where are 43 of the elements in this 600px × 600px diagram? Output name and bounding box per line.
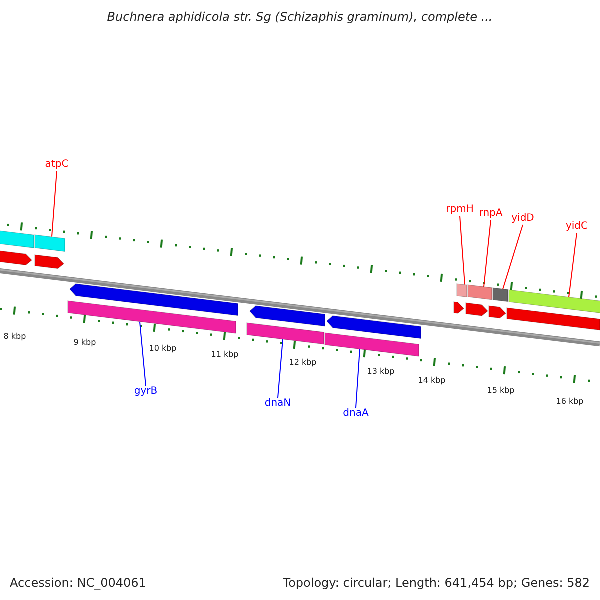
gene-bar xyxy=(35,234,65,252)
gene-feature xyxy=(0,250,32,265)
gene-feature xyxy=(35,254,64,269)
gene-bar xyxy=(325,332,419,356)
gene-label: yidD xyxy=(512,213,534,225)
gene-feature xyxy=(327,316,421,338)
gene-feature xyxy=(70,284,238,316)
footer-text: Accession: NC_004061 xyxy=(10,576,146,590)
leader-line xyxy=(140,322,146,386)
leader-line xyxy=(356,348,360,408)
gene-label: rnpA xyxy=(479,208,503,220)
gene-label: yidC xyxy=(566,221,588,233)
gene-label: rpmH xyxy=(446,204,474,216)
scale-label: 8 kbp xyxy=(4,332,26,341)
gene-feature xyxy=(250,306,325,327)
leader-line xyxy=(568,232,578,298)
gene-feature xyxy=(489,306,506,318)
scale-label: 11 kbp xyxy=(211,350,239,359)
scale-label: 16 kbp xyxy=(556,397,584,406)
gene-label: atpC xyxy=(45,159,69,171)
scale-label: 10 kbp xyxy=(149,344,177,353)
leader-line xyxy=(52,170,58,238)
gene-label: gyrB xyxy=(134,386,158,398)
scale-label: 12 kbp xyxy=(289,358,317,367)
gene-bar xyxy=(0,230,34,248)
gene-bar xyxy=(68,301,236,334)
scale-label: 15 kbp xyxy=(487,386,515,395)
gene-label: dnaA xyxy=(343,408,369,420)
scale-label: 13 kbp xyxy=(367,367,395,376)
gene-bar xyxy=(468,285,492,300)
gene-label: dnaN xyxy=(264,398,292,410)
gene-bar xyxy=(247,323,324,345)
scale-label: 9 kbp xyxy=(74,338,96,347)
gene-bar xyxy=(493,288,508,302)
scale-label: 14 kbp xyxy=(418,376,446,385)
leader-line xyxy=(502,224,524,290)
leader-line xyxy=(484,220,492,288)
title: Buchnera aphidicola str. Sg (Schizaphis graminum), complete ... xyxy=(107,10,493,24)
leader-line xyxy=(278,339,284,398)
gene-bar xyxy=(509,290,600,314)
footer-text: Topology: circular; Length: 641,454 bp; Genes: 582 xyxy=(283,576,590,590)
leader-line xyxy=(460,216,466,286)
gene-bar xyxy=(507,308,600,331)
